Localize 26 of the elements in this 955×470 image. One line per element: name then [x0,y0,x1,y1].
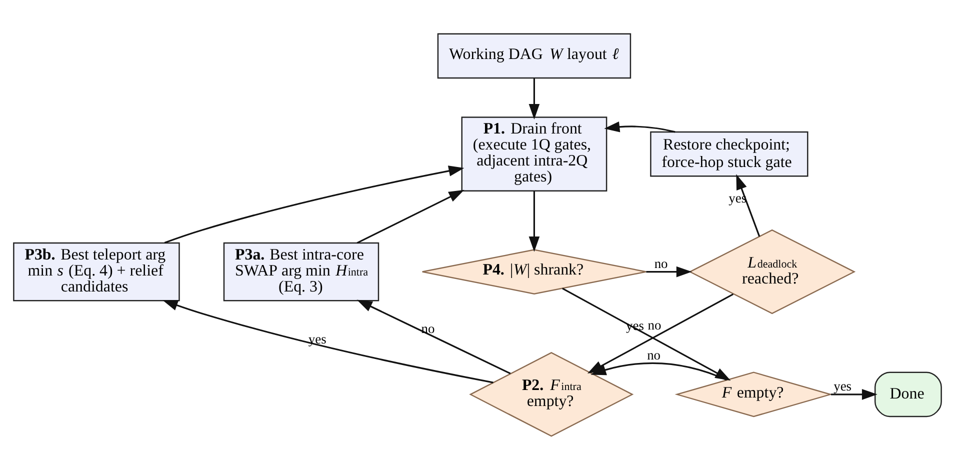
node-box: Done [874,372,942,418]
edge-label: no [647,347,661,362]
node-diamond: F empty? [674,372,833,418]
node-box: Restore checkpoint; force-hop stuck gate [650,131,808,177]
arrow [162,300,494,384]
edge-label: no [421,321,435,336]
node-box: P1. Drain front (execute 1Q gates, adjacent intra-2Q gates) [461,116,608,192]
arrow [356,300,511,374]
edge-label: yes [834,378,852,394]
edge-label: yes [308,331,326,346]
node-diamond: P2. Fintra empty? [469,352,634,437]
node-box: Working DAG W layout ℓ [437,33,632,79]
arrow [356,190,464,244]
node-diamond: Ldeadlock reached? [688,229,856,314]
arrow [590,362,727,381]
node-box: P3a. Best intra-core SWAP arg min Hintra (Eq. 3) [223,242,380,302]
arrow [164,166,464,244]
arrow [646,266,692,278]
arrow [830,389,878,400]
edge-label: no [654,256,668,271]
node-diamond: P4. |W| shrank? [422,249,647,294]
arrow [528,78,540,120]
edge-label: no [648,317,662,332]
arrow [604,122,676,133]
node-box: P3b. Best teleport arg min s (Eq. 4) + relief candidates [13,242,180,302]
arrow [528,191,540,252]
